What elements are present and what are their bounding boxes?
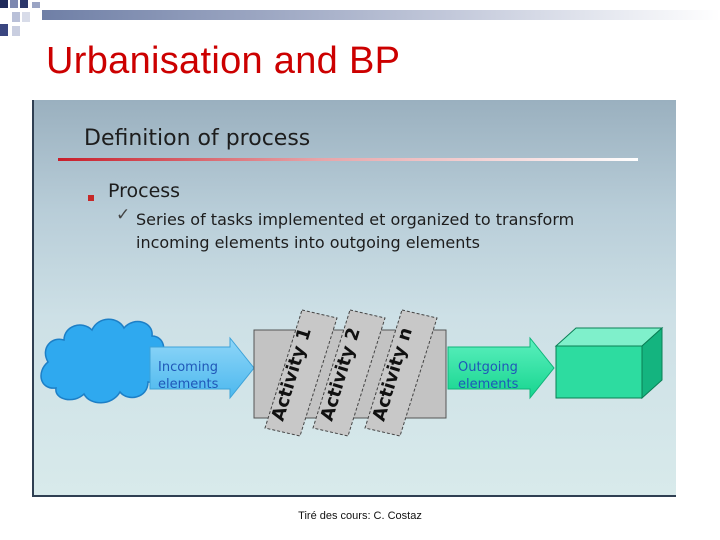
outgoing-label-line1: Outgoing bbox=[458, 360, 518, 375]
check-icon: ✓ bbox=[116, 205, 131, 225]
corner-decoration bbox=[0, 0, 720, 36]
outgoing-label-line2: elements bbox=[458, 377, 519, 392]
incoming-label-line2: elements bbox=[158, 377, 219, 392]
footer-credit: Tiré des cours: C. Costaz bbox=[298, 510, 422, 522]
outgoing-arrow bbox=[447, 336, 555, 400]
process-diagram: Incoming elements Activity 1 Activity 2 … bbox=[40, 309, 664, 437]
heading-divider bbox=[58, 158, 638, 161]
cloud-icon bbox=[40, 318, 165, 404]
slide-title: Urbanisation and BP bbox=[46, 40, 401, 82]
process-definition-text: Series of tasks implemented et organized… bbox=[136, 210, 575, 252]
panel-heading: Definition of process bbox=[84, 126, 311, 151]
bullet-process-label: Process bbox=[108, 180, 181, 202]
incoming-label-line1: Incoming bbox=[158, 360, 218, 375]
incoming-arrow bbox=[149, 336, 255, 400]
content-panel: Definition of process Process ✓ Series o… bbox=[32, 100, 676, 497]
red-square-icon bbox=[88, 195, 94, 201]
cube-icon bbox=[554, 326, 664, 400]
